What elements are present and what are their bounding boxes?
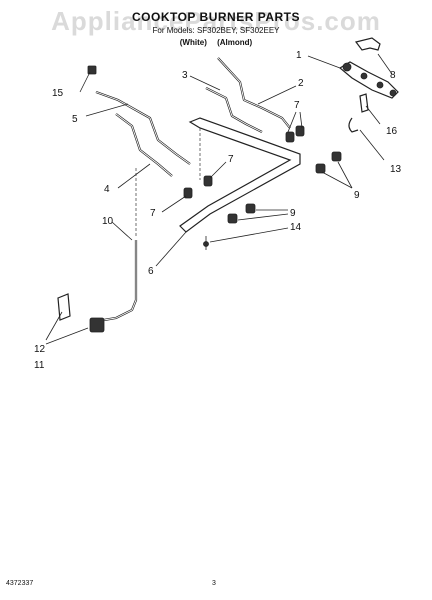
part-13-wire <box>348 117 359 133</box>
variant-white: (White) <box>179 38 207 47</box>
callout-14: 14 <box>290 222 302 233</box>
callout-7-mid: 7 <box>228 154 234 165</box>
part-1-electrode-assembly <box>338 61 399 99</box>
part-2-3-tubes <box>205 57 291 133</box>
callout-7-left: 7 <box>150 208 156 219</box>
callout-9-right: 9 <box>354 190 360 201</box>
callout-6: 6 <box>148 266 154 277</box>
part-11-12-igniter <box>57 293 105 333</box>
part-14-screws <box>203 236 209 250</box>
callout-11: 11 <box>34 360 45 371</box>
variant-almond: (Almond) <box>217 38 253 47</box>
callout-10: 10 <box>102 216 114 227</box>
page-number: 3 <box>212 580 216 587</box>
part-7-9-valves <box>183 125 342 224</box>
callout-4: 4 <box>104 184 110 195</box>
color-variants: (White) (Almond) <box>0 38 432 47</box>
doc-number: 4372337 <box>6 580 34 587</box>
callout-5: 5 <box>72 114 78 125</box>
callout-12: 12 <box>34 344 46 355</box>
callout-7-top: 7 <box>294 100 300 111</box>
model-line: For Models: SF302BEY, SF302EEY <box>152 26 280 35</box>
callout-labels: 1 2 3 4 5 6 7 7 7 8 9 9 10 11 12 13 14 1… <box>34 50 402 371</box>
part-10-flex-tube <box>103 168 138 322</box>
leader-lines <box>45 53 393 345</box>
callout-3: 3 <box>182 70 188 81</box>
callout-2: 2 <box>298 78 304 89</box>
callout-9-center: 9 <box>290 208 296 219</box>
callout-16: 16 <box>386 126 398 137</box>
page-title: COOKTOP BURNER PARTS <box>131 10 300 24</box>
part-8-bracket <box>354 37 381 51</box>
part-4-5-tubes <box>95 90 191 177</box>
callout-1: 1 <box>296 50 302 61</box>
callout-8: 8 <box>390 70 396 81</box>
callout-13: 13 <box>390 164 402 175</box>
callout-15: 15 <box>52 88 64 99</box>
part-16-clip <box>359 93 369 113</box>
